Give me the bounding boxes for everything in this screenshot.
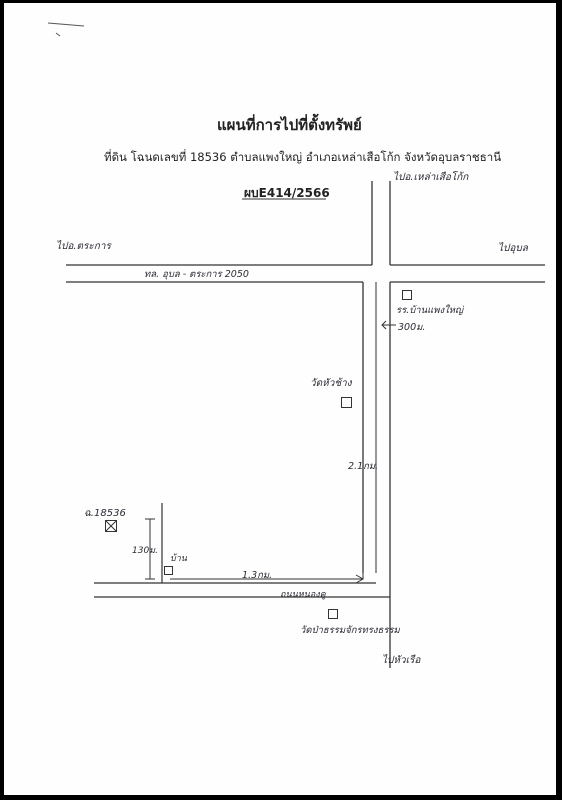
label-main-road: ทล. อุบล - ตระการ 2050 [144,269,249,280]
label-south-temple: วัดป่าธรรมจักรทรงธรรม [300,625,400,636]
label-to-hua-ruea: ไปหัวเรือ [382,655,421,666]
label-to-trakan: ไปอ.ตระการ [56,241,111,252]
label-frontage: 130ม. [132,546,158,556]
parcel-cross-icon [106,521,116,531]
map-sheet: แผนที่การไปที่ตั้งทรัพย์ ที่ดิน โฉนดเลขท… [4,3,556,795]
parcel-marker [105,520,117,532]
route-corner-arrow [355,569,365,584]
stray-mark [47,22,85,37]
map-subtitle: ที่ดิน โฉนดเลขที่ 18536 ตำบลแพงใหญ่ อำเภ… [104,150,502,164]
label-1-3km: 1.3กม. [242,570,273,581]
label-to-district: ไปอ.เหล่าเสือโก้ก [393,172,469,183]
label-to-ubon: ไปอุบล [498,243,528,254]
label-2km: 2.1กม. [348,461,379,472]
label-300m: 300ม. [398,322,426,333]
label-side-road: ถนนหนองคู [280,590,326,600]
temple-marker [341,397,352,408]
label-school: รร.บ้านแพงใหญ่ [396,305,464,316]
case-number: ผบE414/2566 [244,186,330,200]
label-house: บ้าน [170,554,187,564]
school-arrow [381,320,396,330]
map-title: แผนที่การไปที่ตั้งทรัพย์ [217,116,362,134]
house-marker [164,566,173,575]
road-network [47,22,545,668]
label-temple-hua-chang: วัดหัวช้าง [310,378,352,389]
school-marker [402,290,412,300]
south-temple-marker [328,609,338,619]
label-deed-number: ฉ.18536 [84,508,126,519]
